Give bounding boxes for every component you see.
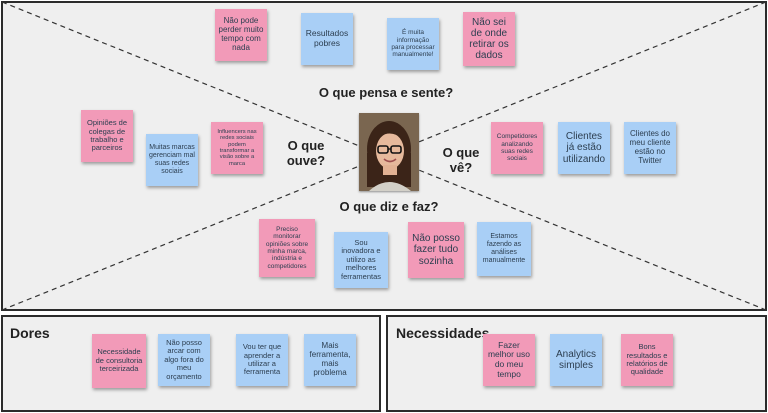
diagonal-line-1 xyxy=(1,1,767,311)
hears-label: O que ouve? xyxy=(286,138,326,168)
sticky-note-more-tools: Mais ferramenta, mais problema xyxy=(304,334,356,386)
sticky-note-competitors: Competidores analizando suas redes socia… xyxy=(491,122,543,174)
sticky-note-learn-tool: Vou ter que aprender a utilizar a ferram… xyxy=(236,334,288,386)
sticky-note-good-results: Bons resultados e relatórios de qualidad… xyxy=(621,334,673,386)
diagonal-line-2 xyxy=(1,1,767,311)
sticky-note-data-source: Não sei de onde retirar os dados xyxy=(463,12,515,66)
sticky-note-no-time: Não pode perder muito tempo com nada xyxy=(215,9,267,61)
sticky-note-better-time-use: Fazer melhor uso do meu tempo xyxy=(483,334,535,386)
thinks-feels-label: O que pensa e sente? xyxy=(318,85,454,100)
persona-photo xyxy=(359,113,419,191)
needs-title: Necessidades xyxy=(396,325,490,341)
sticky-note-manual-analysis: Estamos fazendo as análises manualmente xyxy=(477,222,531,276)
sticky-note-budget: Não posso arcar com algo fora do meu orç… xyxy=(158,334,210,386)
sticky-note-cannot-alone: Não posso fazer tudo sozinha xyxy=(408,222,464,278)
sticky-note-clients-twitter: Clientes do meu cliente estão no Twitter xyxy=(624,122,676,174)
sees-label: O que vê? xyxy=(442,145,480,175)
sticky-note-innovative: Sou inovadora e utilizo as melhores ferr… xyxy=(334,232,388,288)
sticky-note-simple-analytics: Analytics simples xyxy=(550,334,602,386)
sticky-note-influencers: Influencers nas redes sociais podem tran… xyxy=(211,122,263,174)
sticky-note-consulting: Necessidade de consultoria terceirizada xyxy=(92,334,146,388)
sticky-note-brands-manage-poorly: Muitas marcas gerenciam mal suas redes s… xyxy=(146,134,198,186)
sticky-note-monitor-opinions: Preciso monitorar opiniões sobre minha m… xyxy=(259,219,315,277)
sticky-note-poor-results: Resultados pobres xyxy=(301,13,353,65)
sticky-note-clients-using: Clientes já estão utilizando xyxy=(558,122,610,174)
sticky-note-too-much-info: É muita informação para processar manual… xyxy=(387,18,439,70)
pains-title: Dores xyxy=(10,325,50,341)
sticky-note-colleague-opinions: Opiniões de colegas de trabalho e parcei… xyxy=(81,110,133,162)
says-does-label: O que diz e faz? xyxy=(339,199,439,214)
